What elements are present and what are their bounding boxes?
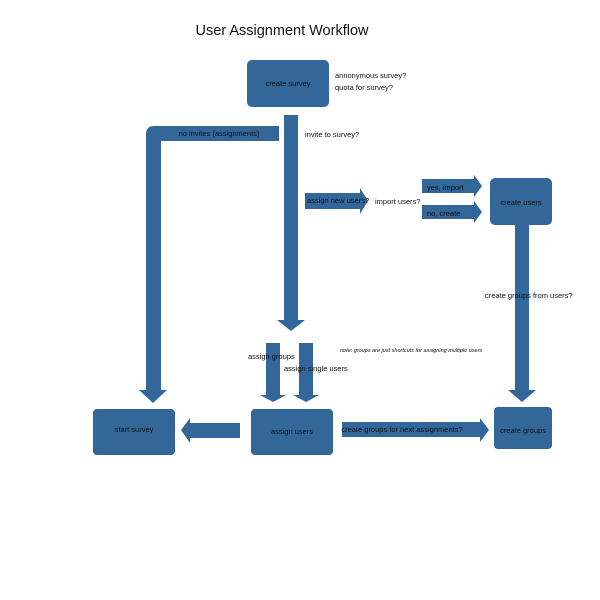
node-assign-users	[251, 409, 333, 455]
node-create-users-label: create users	[500, 198, 542, 207]
node-start-survey	[93, 409, 175, 455]
label-assign-groups: assign groups	[248, 352, 295, 361]
node-start-survey-label: start survey	[115, 425, 154, 434]
arrow-no-invites	[139, 126, 279, 403]
label-yes-import: yes, import	[427, 183, 465, 192]
node-create-groups	[494, 407, 552, 449]
label-assign-single-users: assign single users	[284, 364, 348, 373]
label-no-invites: no invites (assignments)	[179, 129, 260, 138]
node-create-users	[490, 178, 552, 225]
arrow-create-groups-from-users	[508, 225, 536, 402]
node-create-survey-label: create survey	[265, 79, 310, 88]
arrow-assign-single-users	[293, 343, 319, 402]
label-create-groups-from-users: create groups from users?	[485, 291, 573, 300]
label-import-users: import users?	[375, 197, 420, 206]
diagram-title: User Assignment Workflow	[196, 23, 370, 39]
arrow-create-groups-next	[342, 418, 489, 442]
arrow-no-create	[422, 201, 482, 223]
node-create-survey	[247, 60, 329, 107]
note-text: note: groups are just shortcuts for assi…	[340, 348, 482, 354]
node-create-groups-label: create groups	[500, 426, 546, 435]
label-assign-new-users: assign new users?	[307, 196, 369, 205]
label-quota: quota for survey?	[335, 83, 393, 92]
node-assign-users-label: assign users	[271, 427, 313, 436]
label-anonymous: annonymous survey?	[335, 71, 406, 80]
arrow-yes-import	[422, 175, 482, 197]
arrow-to-start-survey	[181, 418, 240, 443]
label-create-groups-next: create groups for next assignments?	[341, 425, 462, 434]
label-no-create: no, create	[427, 209, 460, 218]
arrow-assign-groups	[260, 343, 286, 402]
label-invite: invite to survey?	[305, 130, 359, 139]
arrow-assign-new-users	[305, 188, 368, 214]
arrow-invite	[277, 115, 305, 331]
